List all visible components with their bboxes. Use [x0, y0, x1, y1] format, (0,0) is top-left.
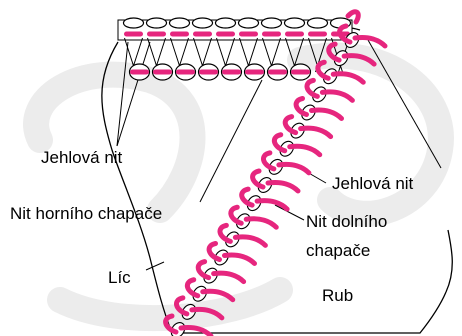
label-upper-looper-thread: Nit horního chapače — [10, 204, 162, 224]
seam-pink-right-thread — [214, 273, 244, 282]
seam-pink-left-loop — [296, 99, 306, 115]
top-loop — [308, 18, 328, 28]
seam-pink-left-loop — [307, 80, 317, 96]
leader-face — [146, 262, 164, 270]
seam-pink-left-loop — [198, 262, 208, 278]
top-loop — [285, 18, 305, 28]
seam-pink-right-thread — [235, 237, 265, 246]
seam-pink-left-loop — [209, 244, 219, 260]
seam-pink-right-thread — [268, 182, 298, 191]
top-loop — [239, 18, 259, 28]
seam-pink-right-thread — [246, 219, 276, 228]
seam-pink-right-thread — [279, 164, 309, 173]
top-loop — [262, 18, 282, 28]
label-back-side: Rub — [322, 286, 353, 306]
top-loop — [193, 18, 213, 28]
seam-pink-left-loop — [231, 207, 241, 223]
top-loop — [216, 18, 236, 28]
fabric-right-edge — [446, 230, 452, 292]
seam-pink-left-loop — [274, 135, 284, 151]
seam-pink-right-thread — [225, 255, 255, 264]
seam-pink-right-thread — [312, 110, 342, 119]
label-lower-looper-thread-line1: Nit dolního — [306, 212, 387, 232]
seam-pink-left-loop — [253, 171, 263, 187]
label-lower-looper-thread-line2: chapače — [306, 241, 370, 261]
label-needle-thread-left: Jehlová nit — [41, 148, 122, 168]
label-needle-thread-right: Jehlová nit — [332, 174, 413, 194]
seam-pink-left-loop — [220, 225, 230, 241]
seam-pink-left-loop — [187, 280, 197, 296]
seam-pink-right-thread — [301, 128, 331, 137]
watermark-arc-bottom — [60, 290, 280, 318]
seam-pink-right-thread — [322, 92, 352, 101]
seam-pink-right-thread — [333, 74, 363, 83]
seam-pink-right-thread — [181, 327, 211, 336]
top-loop — [124, 18, 144, 28]
seam-pink-right-thread — [257, 201, 287, 210]
seam-pink-left-loop — [263, 153, 273, 169]
leader-needle-left-b — [117, 42, 150, 146]
leader-upper-looper — [200, 80, 262, 202]
lower-pink-loops — [130, 64, 311, 80]
seam-pink-left-loop — [285, 117, 295, 133]
top-loop — [147, 18, 167, 28]
leader-needle-left-a — [117, 42, 128, 146]
top-loop — [170, 18, 190, 28]
watermark-arc-left — [36, 75, 192, 210]
seam-pink-left-loop — [242, 189, 252, 205]
label-face-side: Líc — [108, 268, 131, 288]
leader-lower-looper — [275, 205, 304, 220]
seam-pink-right-thread — [290, 146, 320, 155]
seam-pink-right-thread — [203, 291, 233, 300]
